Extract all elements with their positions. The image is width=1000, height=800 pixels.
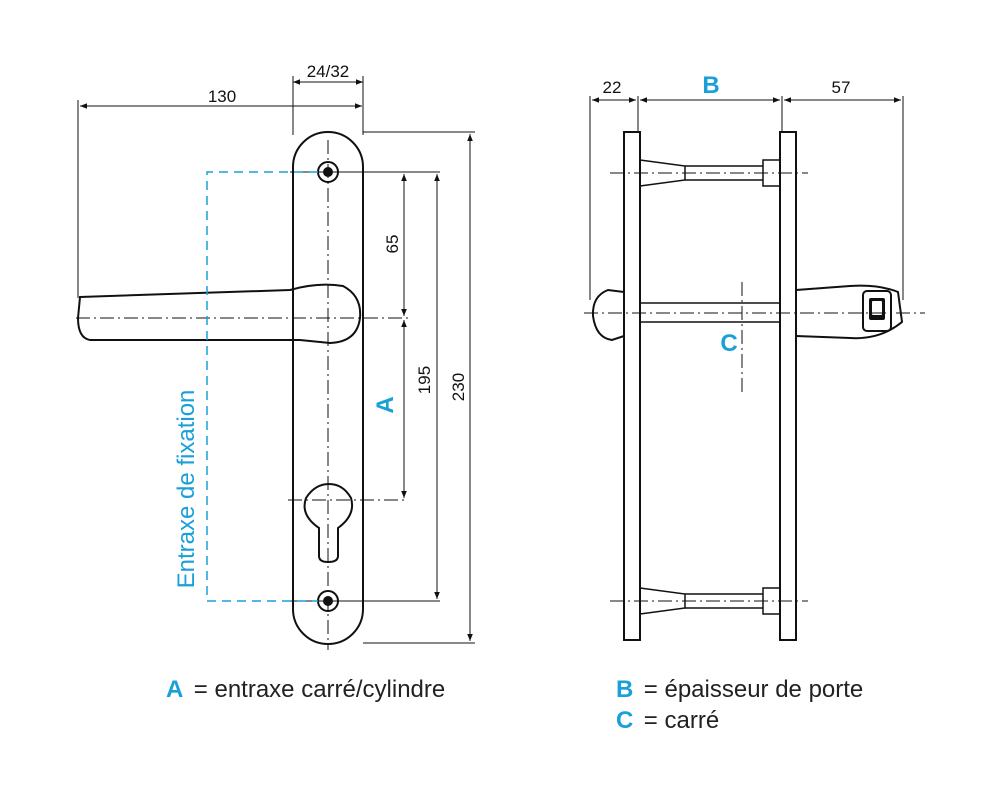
dim-24-32-label: 24/32 bbox=[307, 62, 350, 81]
legend-a: A = entraxe carré/cylindre bbox=[166, 676, 445, 703]
legend-c-text: = carré bbox=[644, 707, 719, 734]
left-lever-end bbox=[591, 288, 625, 342]
dim-65-label: 65 bbox=[383, 235, 402, 254]
legend-b: B = épaisseur de porte bbox=[616, 676, 863, 703]
dim-195-label: 195 bbox=[415, 366, 434, 394]
fixation-bracket bbox=[206, 171, 318, 602]
key-b-marker: B bbox=[702, 72, 719, 99]
right-plate bbox=[779, 131, 797, 641]
dim-230-label: 230 bbox=[449, 373, 468, 401]
legend-a-text: = entraxe carré/cylindre bbox=[194, 676, 445, 703]
dim-130-label: 130 bbox=[208, 87, 236, 106]
lever-lock-icon bbox=[862, 290, 892, 332]
legend-c-key: C bbox=[616, 707, 633, 734]
dim-57-label: 57 bbox=[832, 78, 851, 97]
legend-a-key: A bbox=[166, 676, 183, 703]
left-plate bbox=[623, 131, 641, 641]
key-a-marker: A bbox=[372, 396, 399, 413]
dim-22-label: 22 bbox=[603, 78, 622, 97]
side-view: 22 B 57 C bbox=[584, 70, 925, 641]
key-c-marker: C bbox=[720, 330, 737, 357]
right-lever bbox=[795, 284, 904, 340]
lever-handle bbox=[76, 283, 362, 345]
legend-b-text: = épaisseur de porte bbox=[644, 676, 863, 703]
legend-c: C = carré bbox=[616, 707, 719, 734]
top-bolt bbox=[639, 159, 781, 187]
legend-b-key: B bbox=[616, 676, 633, 703]
fixation-label: Entraxe de fixation bbox=[173, 390, 200, 589]
front-view: 130 24/32 65 195 230 A Entraxe de fixati… bbox=[76, 62, 475, 650]
legend: A = entraxe carré/cylindre B = épaisseur… bbox=[166, 676, 863, 734]
